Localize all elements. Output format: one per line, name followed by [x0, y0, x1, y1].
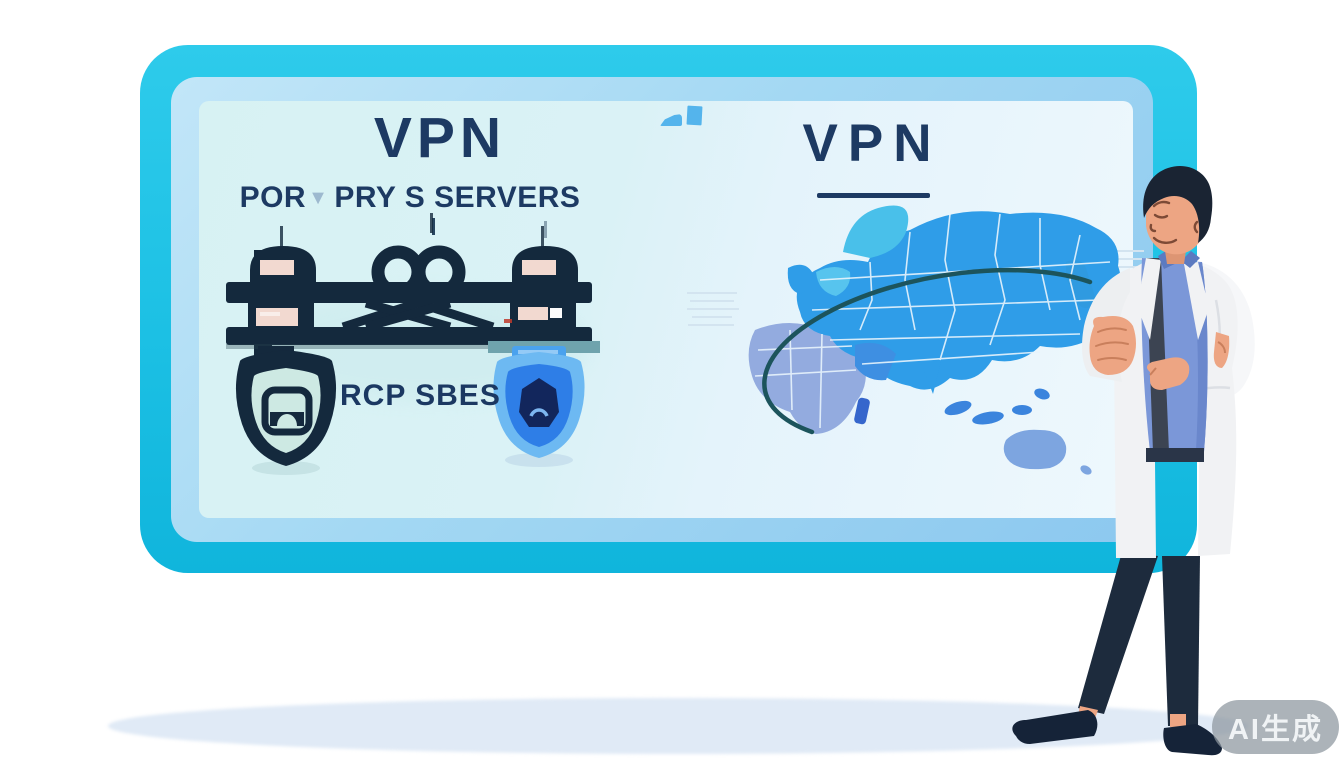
world-map-illustration — [687, 205, 1144, 475]
cross-braces — [341, 298, 495, 332]
face-features — [1149, 200, 1199, 244]
coat-lapel — [1184, 262, 1209, 340]
europe-patch — [816, 267, 851, 296]
antenna-line — [280, 226, 283, 248]
leg — [1162, 556, 1200, 726]
subtitle-post: PRY S SERVERS — [334, 181, 581, 214]
lock-window — [522, 260, 556, 275]
shield-tab-line — [518, 350, 558, 354]
india-peninsula — [920, 358, 942, 394]
arabia — [855, 342, 896, 381]
rack-label: RCP SBES — [340, 379, 501, 412]
new-zealand — [1080, 465, 1092, 475]
window-glare — [260, 312, 280, 316]
triangle-down-icon: ▼ — [308, 187, 329, 209]
finger-line — [1149, 367, 1157, 376]
right-panel-title: VPN — [802, 114, 942, 173]
shoe — [1012, 710, 1098, 744]
hand — [1213, 332, 1230, 368]
title-underline — [817, 193, 930, 198]
sea-islands — [944, 388, 1050, 425]
madagascar — [854, 397, 870, 425]
scandinavia — [843, 205, 909, 258]
hair — [1143, 165, 1213, 243]
antenna-line — [541, 226, 544, 248]
left-panel-title: VPN — [373, 106, 507, 170]
belt — [1146, 448, 1204, 462]
shirt-collar — [1181, 251, 1200, 268]
rack-unit-window — [518, 307, 548, 320]
lock-window — [260, 260, 294, 275]
japan-islands — [1066, 260, 1096, 308]
watermark-label: AI生成 — [1227, 714, 1323, 746]
leg — [1078, 552, 1158, 714]
connector-tick — [432, 218, 435, 235]
country-borders — [754, 213, 1111, 429]
window-glare — [550, 308, 562, 318]
australia — [1003, 429, 1067, 470]
rack-unit-window — [256, 308, 298, 326]
shield-shadow — [505, 453, 573, 467]
padlock-ring — [261, 386, 313, 436]
route-arc — [762, 267, 1093, 435]
padlock-arch — [277, 414, 297, 426]
ankle — [1170, 714, 1186, 727]
ai-watermark-badge: AI生成 — [1212, 700, 1339, 754]
padlock-silhouette — [519, 378, 559, 427]
mini-bars-icon — [660, 105, 705, 128]
wedge-shape — [660, 114, 682, 126]
server-rack-illustration — [226, 213, 600, 475]
knuckle-lines — [1095, 327, 1129, 361]
status-led — [504, 319, 512, 323]
hand-line — [1217, 341, 1226, 354]
presentation-board: VPN POR▼PRY S SERVERS — [140, 45, 1197, 573]
padlock-arch — [529, 408, 549, 417]
left-panel-subtitle: POR▼PRY S SERVERS — [225, 181, 595, 215]
shelf-line — [226, 344, 488, 349]
coat-lapel — [1137, 258, 1161, 340]
rack-beam — [226, 282, 592, 303]
shield-shadow — [252, 461, 320, 475]
presenter-illustration — [1012, 165, 1255, 756]
british-isles — [787, 264, 813, 294]
antenna-line — [430, 213, 433, 233]
pointing-hand — [1146, 357, 1190, 390]
shoe — [1163, 724, 1222, 756]
bar-shape — [686, 105, 703, 126]
rack-beam — [226, 327, 592, 345]
subtitle-pre: POR — [239, 181, 307, 214]
connector-tick — [544, 221, 547, 238]
